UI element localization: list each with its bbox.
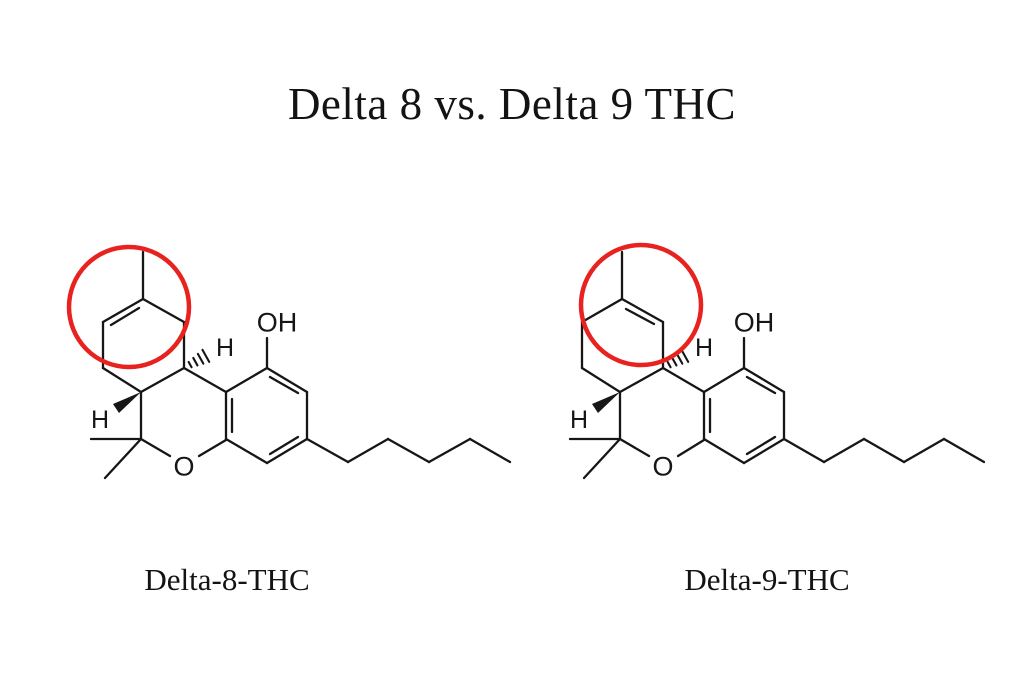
hash-bond-tick xyxy=(680,348,690,363)
bond-line xyxy=(702,437,746,465)
double-bond-inner-line xyxy=(745,375,777,395)
page-title: Delta 8 vs. Delta 9 THC xyxy=(287,79,737,129)
bond-line xyxy=(862,437,906,464)
atom-label-oh: OH xyxy=(734,308,775,338)
bond-line xyxy=(265,366,309,394)
wedge-bond xyxy=(592,392,620,413)
bond-line xyxy=(661,366,706,394)
atom-label-h: H xyxy=(91,406,109,434)
bond-line xyxy=(141,297,186,324)
double-bond-inner-line xyxy=(268,375,300,395)
molecule-label-delta-9-thc: Delta-9-THC xyxy=(684,562,850,597)
bond-line xyxy=(197,438,228,458)
bond-line xyxy=(742,366,786,394)
bond-line xyxy=(346,437,390,464)
bond-line xyxy=(468,437,512,464)
bond-line xyxy=(265,437,309,465)
double-bond-inner-line xyxy=(268,435,300,456)
bond-line xyxy=(582,437,622,480)
hash-bond-tick xyxy=(675,352,684,365)
double-bond-inner-line xyxy=(624,307,656,326)
bond-line xyxy=(101,366,143,394)
bond-line xyxy=(386,437,431,464)
highlight-circle xyxy=(578,242,704,368)
bond-line xyxy=(580,366,622,394)
atom-label-o: O xyxy=(652,452,673,482)
molecule-label-delta-8-thc: Delta-8-THC xyxy=(144,562,310,597)
atom-label-h: H xyxy=(570,406,588,434)
bond-line xyxy=(305,437,350,464)
hash-bond-tick xyxy=(671,356,678,367)
bond-line xyxy=(139,366,186,394)
atom-label-oh: OH xyxy=(257,308,298,338)
bond-line xyxy=(224,366,269,394)
atom-label-h: H xyxy=(216,334,234,362)
bond-line xyxy=(902,437,946,464)
bond-line xyxy=(580,297,624,324)
hash-bond-tick xyxy=(187,360,193,369)
bond-line xyxy=(618,366,665,394)
double-bond-inner-line xyxy=(745,435,777,456)
bond-line xyxy=(427,437,472,464)
wedge-bond xyxy=(113,392,141,413)
hash-bond-tick xyxy=(201,348,211,363)
hash-bond-tick xyxy=(666,360,672,369)
atom-label-h: H xyxy=(695,334,713,362)
bond-line xyxy=(139,437,172,458)
bond-line xyxy=(782,437,826,464)
bond-line xyxy=(942,437,986,464)
bond-line xyxy=(822,437,866,464)
highlight-circle xyxy=(66,244,192,370)
bond-line xyxy=(101,297,145,324)
bond-line xyxy=(224,437,269,465)
bond-line xyxy=(103,437,143,480)
bond-line xyxy=(742,437,786,465)
bond-line xyxy=(182,366,228,394)
atom-label-o: O xyxy=(173,452,194,482)
bond-line xyxy=(618,437,651,458)
hash-bond-tick xyxy=(192,356,199,367)
hash-bond-tick xyxy=(196,352,205,365)
bond-line xyxy=(620,297,665,324)
double-bond-inner-line xyxy=(109,306,141,327)
bond-line xyxy=(702,366,746,394)
bond-line xyxy=(676,438,706,458)
